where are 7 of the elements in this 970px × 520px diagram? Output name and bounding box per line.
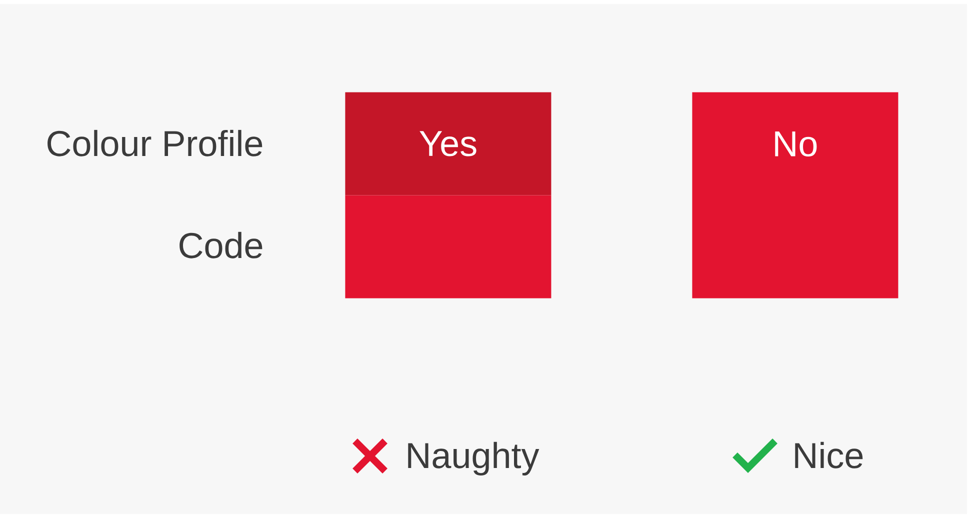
column-caption: Nice (795, 442, 863, 468)
row-label: Code (180, 232, 262, 258)
column-caption: Naughty (408, 442, 540, 476)
value-cell (345, 195, 552, 298)
row-label: Colour Profile (48, 130, 262, 156)
value-cell: Yes (345, 92, 552, 196)
value-box: No (692, 92, 898, 298)
